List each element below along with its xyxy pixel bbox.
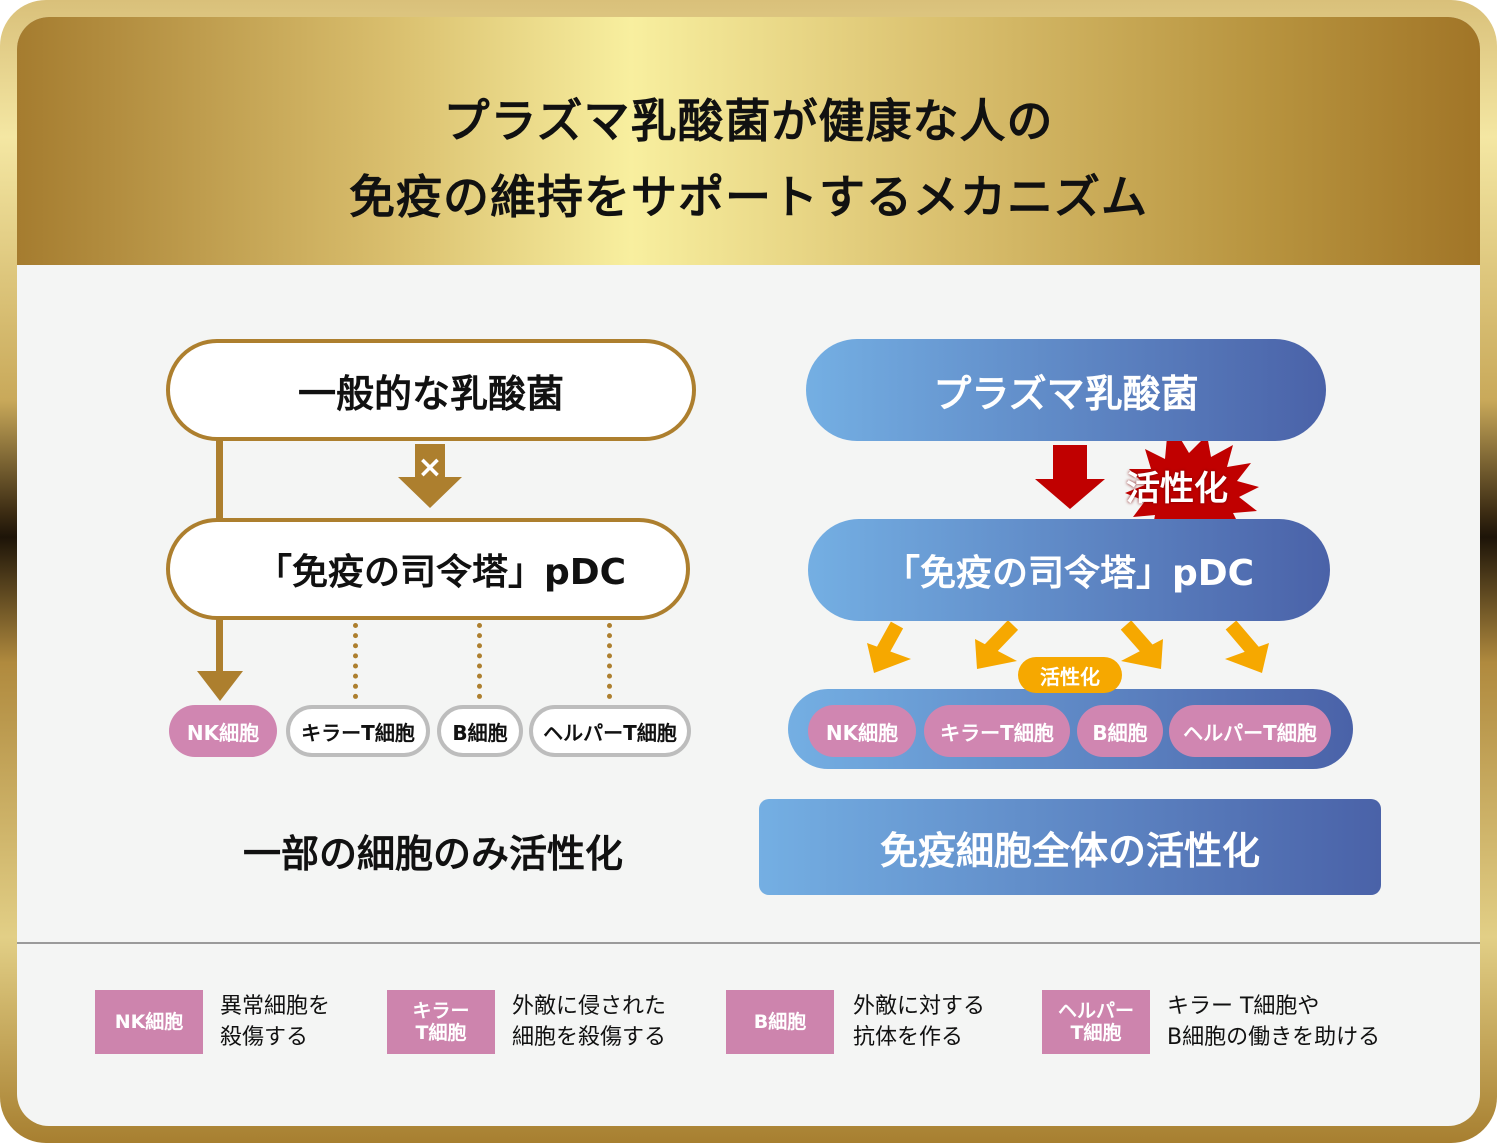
header-band: プラズマ乳酸菌が健康な人の 免疫の維持をサポートするメカニズム bbox=[17, 17, 1480, 265]
legend-text-line1: キラー T細胞や bbox=[1167, 994, 1320, 1019]
right-caption: 免疫細胞全体の活性化 bbox=[879, 828, 1260, 873]
legend-badge-helper-t: ヘルパー T細胞 bbox=[1042, 990, 1150, 1054]
divider-line bbox=[17, 942, 1480, 944]
legend-text-line1: 外敵に侵された bbox=[512, 994, 667, 1019]
legend-text-helper-t: キラー T細胞や B細胞の働きを助ける bbox=[1167, 991, 1380, 1053]
left-cell-b: B細胞 bbox=[437, 705, 523, 757]
dotted-connector-killer bbox=[353, 623, 358, 699]
right-pdc-label: 「免疫の司令塔」pDC bbox=[883, 553, 1255, 594]
legend-badge-text: B細胞 bbox=[753, 1011, 807, 1033]
right-cell-killer-t: キラーT細胞 bbox=[924, 705, 1070, 757]
right-red-arrow-head bbox=[1035, 479, 1105, 509]
legend-text-nk: 異常細胞を 殺傷する bbox=[220, 991, 330, 1053]
legend-text-b: 外敵に対する 抗体を作る bbox=[853, 991, 985, 1053]
left-long-arrow-head bbox=[197, 671, 243, 701]
left-caption: 一部の細胞のみ活性化 bbox=[242, 832, 623, 876]
legend-text-line2: B細胞の働きを助ける bbox=[1167, 1025, 1381, 1050]
right-pdc-pill: 「免疫の司令塔」pDC bbox=[808, 519, 1330, 621]
left-cell-helper-t: ヘルパーT細胞 bbox=[529, 705, 691, 757]
title-line-2: 免疫の維持をサポートするメカニズム bbox=[349, 170, 1148, 224]
title-line-1: プラズマ乳酸菌が健康な人の bbox=[443, 94, 1054, 148]
burst-label: 活性化 bbox=[1126, 469, 1228, 509]
left-blocked-arrow-head bbox=[398, 477, 462, 508]
activation-badge: 活性化 bbox=[1018, 657, 1122, 693]
left-blocked-arrow-shaft bbox=[415, 444, 445, 478]
legend-text-line2: 抗体を作る bbox=[853, 1025, 964, 1050]
legend-badge-text-2: T細胞 bbox=[415, 1022, 467, 1044]
legend-text-line1: 異常細胞を bbox=[220, 994, 331, 1019]
left-top-label: 一般的な乳酸菌 bbox=[297, 371, 564, 416]
left-lactic-acid-bacteria-pill: 一般的な乳酸菌 bbox=[166, 339, 696, 441]
legend-text-killer-t: 外敵に侵された 細胞を殺傷する bbox=[512, 991, 666, 1053]
legend-text-line2: 細胞を殺傷する bbox=[512, 1025, 667, 1050]
legend-text-line2: 殺傷する bbox=[220, 1025, 309, 1050]
legend-badge-killer-t: キラー T細胞 bbox=[387, 990, 495, 1054]
legend-badge-text: NK細胞 bbox=[114, 1011, 184, 1033]
content-panel: プラズマ乳酸菌が健康な人の 免疫の維持をサポートするメカニズム 一般的な乳酸菌 bbox=[17, 17, 1480, 1126]
legend-badge-text-2: T細胞 bbox=[1070, 1022, 1122, 1044]
legend-text-line1: 外敵に対する bbox=[853, 994, 986, 1019]
left-pdc-pill: 「免疫の司令塔」pDC bbox=[166, 518, 690, 620]
right-cell-nk: NK細胞 bbox=[808, 705, 916, 757]
left-cell-nk: NK細胞 bbox=[169, 705, 277, 757]
right-cell-helper-t: ヘルパーT細胞 bbox=[1169, 705, 1331, 757]
orange-arrows bbox=[867, 620, 1269, 673]
dotted-connector-helper bbox=[607, 623, 612, 699]
legend-badge-b: B細胞 bbox=[726, 990, 834, 1054]
legend-badge-text-1: ヘルパー bbox=[1057, 1000, 1134, 1022]
cross-mark: × bbox=[417, 450, 443, 485]
legend-badge-text-1: キラー bbox=[412, 1000, 470, 1022]
left-cell-killer-t: キラーT細胞 bbox=[286, 705, 430, 757]
right-plasma-pill: プラズマ乳酸菌 bbox=[806, 339, 1326, 441]
right-caption-box: 免疫細胞全体の活性化 bbox=[759, 799, 1381, 895]
dotted-connector-b bbox=[477, 623, 482, 699]
left-pdc-label: 「免疫の司令塔」pDC bbox=[256, 552, 627, 593]
right-red-arrow-shaft bbox=[1053, 445, 1087, 481]
right-top-label: プラズマ乳酸菌 bbox=[933, 371, 1199, 416]
right-cell-b: B細胞 bbox=[1077, 705, 1163, 757]
legend-badge-nk: NK細胞 bbox=[95, 990, 203, 1054]
